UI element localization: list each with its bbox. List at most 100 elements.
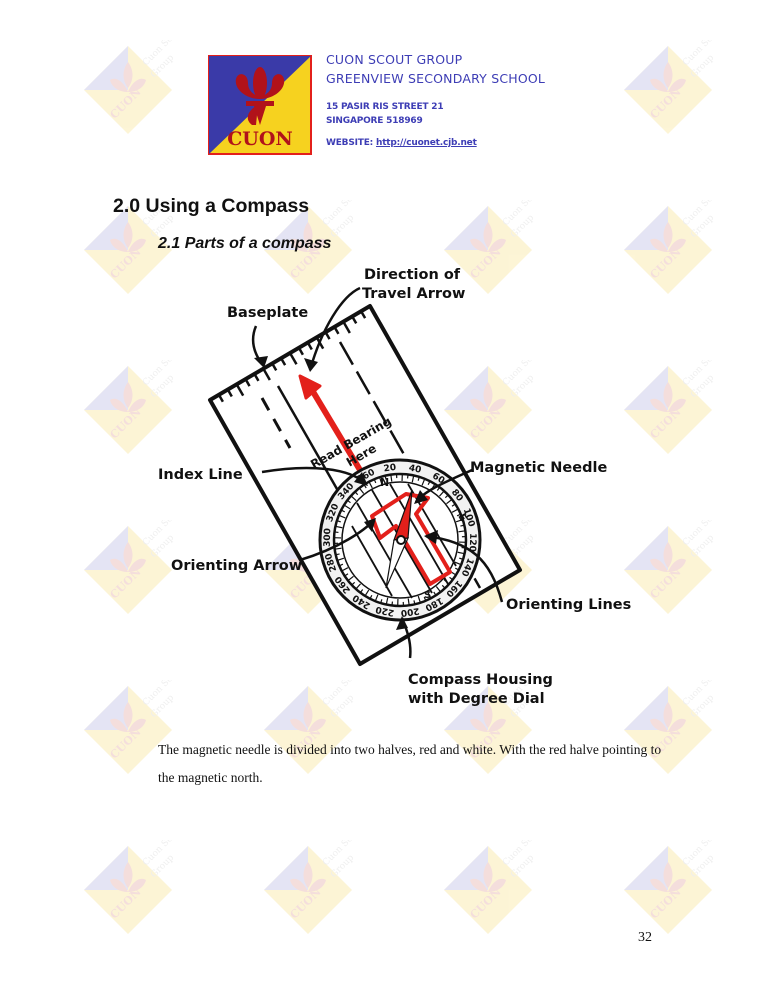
dial-tick [435, 586, 442, 593]
dial-tick [458, 530, 466, 533]
dial-tick [427, 480, 431, 486]
dial-tick [359, 589, 364, 594]
ruler-tick [253, 373, 260, 382]
ruler-tick [280, 357, 287, 366]
label-baseplate: Baseplate [227, 305, 308, 321]
org-name-line2: GREENVIEW SECONDARY SCHOOL [326, 71, 546, 86]
dial-number: 120 [467, 533, 478, 552]
website-label: WEBSITE: [326, 138, 374, 148]
dial-tick [358, 487, 365, 494]
dial-tick [411, 475, 415, 483]
body-paragraph: The magnetic needle is divided into two … [158, 742, 662, 785]
magnetic-needle [385, 489, 413, 589]
dial-tick [379, 477, 383, 485]
dial-tick [336, 520, 341, 523]
ruler-tick [262, 368, 271, 381]
dial-tick [350, 495, 357, 501]
dial-tick [346, 499, 351, 504]
dial-tick [451, 508, 459, 513]
dial-tick [368, 481, 373, 489]
dial-tick [451, 503, 456, 507]
header-text-block: CUON SCOUT GROUP GREENVIEW SECONDARY SCH… [326, 50, 545, 148]
dial-tick [380, 599, 383, 604]
dial-tick [355, 583, 361, 590]
east-marker: E [455, 512, 468, 524]
ruler-tick [235, 383, 245, 397]
dial-tick [364, 589, 370, 597]
ruler-tick [333, 326, 340, 335]
dial-number: 220 [375, 604, 395, 618]
dial-tick [454, 561, 462, 566]
dial-number: 300 [323, 528, 334, 547]
north-marker: N [380, 476, 389, 489]
dial-tick [441, 584, 446, 589]
dial-tick [456, 513, 461, 517]
dial-tick [341, 567, 349, 572]
section-title: 2.0 Using a Compass [113, 195, 310, 217]
ruler-tick [342, 321, 351, 334]
label-housing-line1: Compass Housing [408, 672, 553, 688]
address-line2: SINGAPORE 518969 [326, 116, 423, 126]
dial-tick [460, 524, 465, 527]
dial-tick [449, 576, 454, 581]
dial-tick [390, 474, 393, 482]
website-line: WEBSITE: http://cuonet.cjb.net [326, 138, 545, 148]
dial-tick [347, 575, 354, 582]
dial-number: 200 [400, 605, 420, 618]
dial-tick [374, 594, 379, 602]
dial-tick [385, 597, 389, 605]
website-link[interactable]: http://cuonet.cjb.net [376, 138, 477, 148]
cuon-logo: CUON [208, 55, 312, 155]
label-direction-line1: Direction of [364, 267, 461, 283]
page-number: 32 [638, 930, 652, 945]
ruler-tick [351, 315, 358, 325]
dial-tick [444, 494, 449, 499]
dial-tick [338, 514, 346, 519]
dial-tick [446, 498, 453, 505]
pointer-arrowheads [254, 356, 438, 630]
dial-tick [421, 478, 426, 486]
ruler-tick [360, 310, 367, 319]
dial-tick [373, 479, 377, 484]
dial-tick [384, 475, 387, 480]
dial-tick [439, 490, 445, 497]
dial-tick [423, 596, 427, 601]
dial-tick [455, 519, 463, 523]
ruler-tick [217, 394, 224, 403]
label-index-line: Index Line [158, 467, 243, 483]
label-housing-line2: with Degree Dial [408, 691, 545, 707]
label-orienting-lines: Orienting Lines [506, 597, 631, 613]
dial-tick [354, 491, 359, 496]
dial-tick [454, 567, 460, 571]
dial-tick [340, 509, 346, 513]
dial-tick [417, 595, 421, 603]
dial-tick [335, 553, 340, 556]
dial-tick [337, 557, 345, 561]
orienting-arrow-outline [370, 492, 452, 586]
dial-tick [413, 600, 416, 605]
section-subtitle: 2.1 Parts of a compass [158, 235, 332, 252]
dial-tick [433, 591, 437, 596]
dial-tick [417, 476, 420, 481]
south-marker: S [424, 590, 431, 601]
dial-number: 40 [408, 463, 422, 475]
dial-tick [427, 591, 432, 599]
dial-tick [436, 486, 441, 491]
dial-tick [343, 504, 351, 510]
ruler-tick [226, 388, 233, 398]
label-direction-line2: Travel Arrow [362, 286, 465, 302]
dial-tick [339, 563, 344, 567]
dial-tick [351, 581, 356, 586]
